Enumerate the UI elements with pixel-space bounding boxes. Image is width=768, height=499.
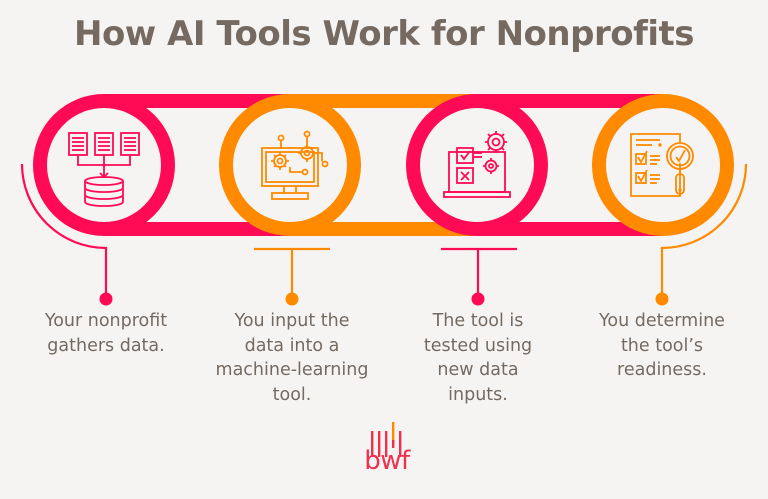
- caption-line: machine-learning: [215, 360, 369, 380]
- step-3-ring: [406, 94, 548, 236]
- caption-line: inputs.: [448, 384, 508, 405]
- bwf-logo-text: bwf: [364, 446, 410, 476]
- caption-line: new data: [437, 360, 519, 380]
- caption-line: tool.: [272, 384, 312, 405]
- computer-gears-icon: [261, 130, 329, 200]
- page-title: How AI Tools Work for Nonprofits: [73, 14, 695, 54]
- caption-line: the tool’s: [620, 335, 704, 356]
- laptop-checklist-gears-icon: [443, 131, 511, 198]
- band-top-segment-1: [104, 94, 290, 108]
- step-2-caption: You input the data into a machine-learni…: [197, 309, 387, 407]
- step-1-outer-arc: [20, 163, 108, 296]
- caption-line: You determine: [599, 311, 725, 331]
- step-2-ring: [219, 94, 361, 236]
- caption-line: You input the: [234, 311, 350, 331]
- step-2-dot: [285, 292, 299, 306]
- caption-line: tested using: [423, 335, 533, 356]
- bwf-logo-mark: [371, 422, 402, 457]
- band-bottom-segment-1: [104, 222, 290, 236]
- step-1-dot: [99, 292, 113, 306]
- step-3-dot: [471, 292, 485, 306]
- step-3-connector: [441, 247, 517, 296]
- caption-line: readiness.: [617, 360, 707, 380]
- band-top-segment-2: [290, 94, 477, 108]
- step-4-ring: [592, 94, 734, 236]
- step-3-caption: The tool is tested using new data inputs…: [383, 309, 573, 407]
- step-1-caption: Your nonprofit gathers data.: [11, 309, 201, 358]
- checklist-magnifier-icon: [630, 133, 694, 197]
- step-4-outer-arc: [660, 163, 748, 296]
- caption-line: data into a: [244, 335, 340, 356]
- caption-line: The tool is: [432, 311, 524, 331]
- caption-line: Your nonprofit: [44, 311, 168, 331]
- step-2-connector: [254, 247, 330, 296]
- band-top-segment-3: [477, 94, 663, 108]
- band-bottom-segment-3: [477, 222, 663, 236]
- caption-line: gathers data.: [47, 335, 165, 356]
- step-4-dot: [655, 292, 669, 306]
- step-4-caption: You determine the tool’s readiness.: [567, 309, 757, 383]
- band-bottom-segment-2: [290, 222, 477, 236]
- documents-to-database-icon: [68, 132, 140, 207]
